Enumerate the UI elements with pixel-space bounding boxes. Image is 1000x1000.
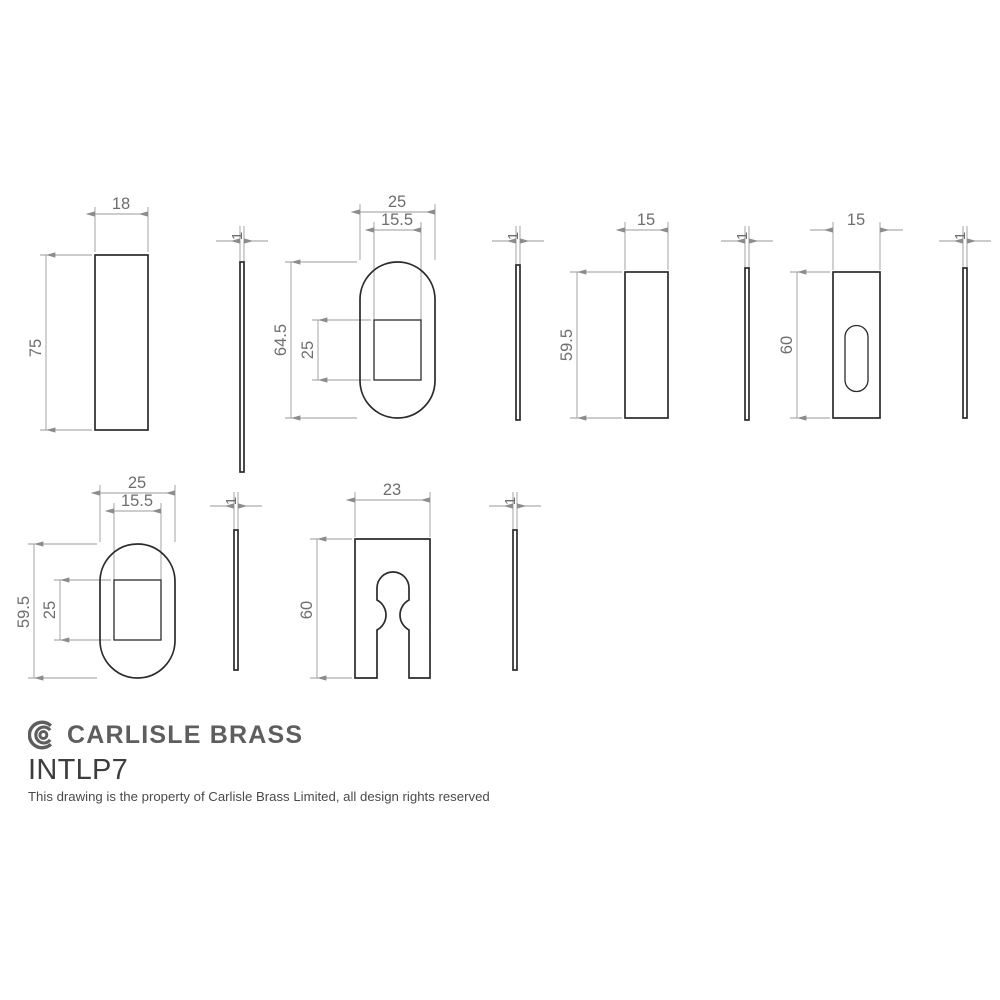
part-view-1-rectangle	[94, 254, 149, 431]
dim-label-v1-width: 18	[112, 195, 130, 213]
part-view-3-rectangle	[624, 271, 669, 419]
view-5-dimensions	[28, 485, 176, 681]
part-view-4-rectangle-oval	[832, 271, 881, 419]
dim-label-v2-thickness: 1	[505, 232, 522, 240]
product-code: INTLP7	[28, 754, 129, 786]
part-view-4-edge	[962, 267, 968, 419]
carlisle-brass-logo-icon	[28, 720, 53, 750]
part-view-2-stadium	[359, 261, 436, 419]
dim-label-v4-width: 15	[847, 211, 865, 229]
dim-label-v6-width: 23	[383, 481, 401, 499]
dim-label-v2-inner-height: 25	[299, 341, 317, 359]
dim-label-v5-thickness: 1	[223, 497, 240, 505]
part-view-6-keyhole-plate	[354, 538, 431, 679]
part-view-3-edge	[744, 267, 750, 421]
rights-note: This drawing is the property of Carlisle…	[28, 789, 490, 804]
dim-label-v4-height: 60	[778, 336, 796, 354]
title-block: CARLISLE BRASS INTLP7 This drawing is th…	[28, 718, 648, 806]
dim-label-v1-thickness: 1	[229, 232, 246, 240]
dim-label-v4-thickness: 1	[952, 232, 969, 240]
view-2-edge-dimensions	[492, 226, 544, 265]
dim-label-v3-thickness: 1	[734, 232, 751, 240]
view-4-edge-dimensions	[939, 226, 991, 268]
dim-label-v3-height: 59.5	[558, 329, 576, 361]
dim-label-v5-inner-height: 25	[41, 601, 59, 619]
view-5-edge-dimensions	[210, 492, 262, 530]
dim-label-v5-inner-width: 15.5	[121, 492, 153, 510]
brand-name: CARLISLE BRASS	[67, 721, 304, 749]
dim-label-v6-thickness: 1	[502, 497, 519, 505]
dim-label-v2-inner-width: 15.5	[381, 211, 413, 229]
dim-label-v3-width: 15	[637, 211, 655, 229]
view-1-dimensions	[40, 207, 149, 433]
view-4-dimensions	[790, 222, 903, 421]
dim-label-v5-width: 25	[128, 474, 146, 492]
part-view-2-edge	[515, 264, 521, 421]
dim-label-v6-height: 60	[298, 601, 316, 619]
brand-row: CARLISLE BRASS	[28, 718, 648, 752]
view-1-edge-dimensions	[216, 226, 268, 262]
part-view-6-edge	[512, 529, 518, 671]
part-view-1-edge	[239, 261, 245, 473]
dim-label-v2-height: 64.5	[272, 324, 290, 356]
view-6-dimensions	[310, 492, 431, 681]
view-6-edge-dimensions	[489, 492, 541, 530]
view-3-dimensions	[570, 222, 669, 421]
part-view-5-stadium	[99, 543, 176, 679]
dim-label-v1-height: 75	[27, 339, 45, 357]
dim-label-v5-height: 59.5	[15, 596, 33, 628]
part-view-5-edge	[233, 529, 239, 671]
dim-label-v2-width: 25	[388, 193, 406, 211]
view-3-edge-dimensions	[721, 226, 773, 268]
